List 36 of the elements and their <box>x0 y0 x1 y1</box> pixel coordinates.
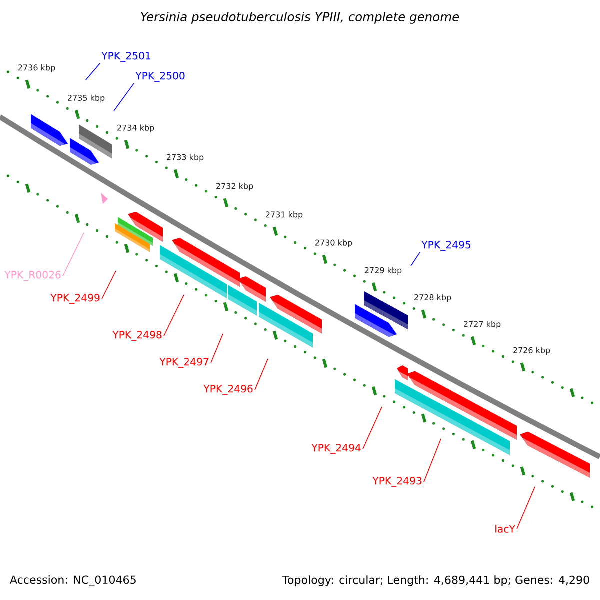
tick-label: 2733 kbp <box>167 154 204 162</box>
gene-label: YPK_2501 <box>102 52 150 62</box>
leader-line <box>210 334 224 364</box>
tick-label: 2735 kbp <box>68 94 105 103</box>
tick-label: 2727 kbp <box>464 321 501 329</box>
leader-line <box>114 83 134 112</box>
tick-label: 2736 kbp <box>18 64 56 72</box>
footer-text: Accession: NC_010465 <box>10 576 136 587</box>
gene-label: YPK_2496 <box>204 385 253 395</box>
gene-label: YPK_2499 <box>50 294 100 304</box>
leader-line <box>254 358 268 390</box>
leader-line <box>410 252 420 266</box>
tick-label: 2726 kbp <box>514 347 550 355</box>
leader-line <box>86 63 100 80</box>
tick-label: 2732 kbp <box>216 183 254 191</box>
gene-label: YPK_2494 <box>312 444 361 454</box>
leader-line <box>62 232 84 276</box>
tick-label: 2729 kbp <box>365 267 402 275</box>
leader-line <box>516 486 536 530</box>
gene-label: YPK_2497 <box>160 358 209 368</box>
leader-line <box>164 294 184 336</box>
tick-label: 2734 kbp <box>118 124 154 132</box>
gene-label: YPK_R0026 <box>4 271 61 281</box>
footer-text: Topology: circular; Length: 4,689,441 bp; Genes: 4,290 <box>282 576 590 586</box>
leader-line <box>424 438 442 482</box>
gene-label: YPK_2495 <box>422 241 471 251</box>
gene-label: lacY <box>496 525 516 533</box>
tick-label: 2728 kbp <box>414 294 452 302</box>
gene-label: YPK_2498 <box>112 331 162 341</box>
title: Yersinia pseudotuberculosis YPIII, complete genome <box>141 12 460 24</box>
gene-label: YPK_2493 <box>372 477 422 487</box>
leader-line <box>102 270 116 300</box>
tick-label: 2731 kbp <box>266 212 303 220</box>
gene-label: YPK_2500 <box>136 72 185 82</box>
tick-label: 2730 kbp <box>316 240 352 248</box>
leader-line <box>362 406 382 450</box>
